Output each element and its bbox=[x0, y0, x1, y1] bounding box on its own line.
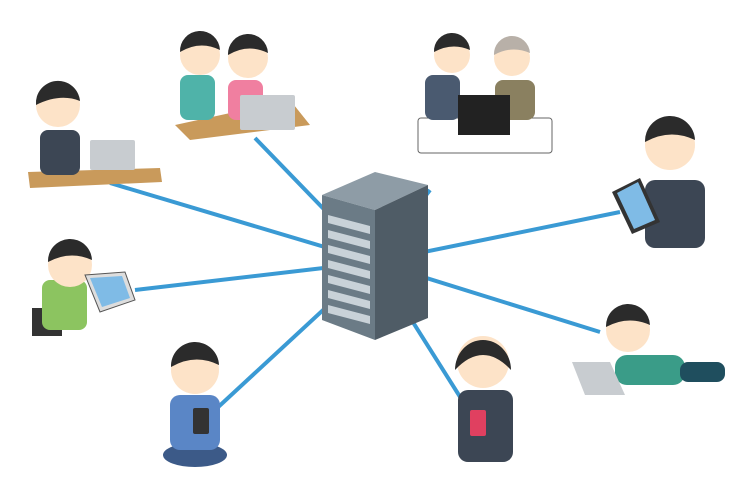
person-boy-phone bbox=[163, 341, 227, 467]
server-slot bbox=[328, 245, 370, 264]
server-slot bbox=[328, 215, 370, 234]
server-rack bbox=[322, 172, 428, 340]
person-woman-phone bbox=[455, 336, 513, 462]
server-slot bbox=[328, 305, 370, 324]
person-couple-laptop bbox=[175, 30, 310, 140]
person-boy-tablet-sitting bbox=[32, 238, 136, 336]
server-slot bbox=[328, 275, 370, 294]
person-boy-lying-laptop bbox=[572, 303, 725, 395]
person-man-tablet-standing bbox=[612, 115, 705, 248]
person-pair-computer bbox=[417, 32, 553, 154]
person-woman-laptop-desk bbox=[28, 80, 162, 188]
server-slots bbox=[328, 215, 370, 324]
server-slot bbox=[328, 290, 370, 309]
server-slot bbox=[328, 260, 370, 279]
server-slot bbox=[328, 230, 370, 249]
